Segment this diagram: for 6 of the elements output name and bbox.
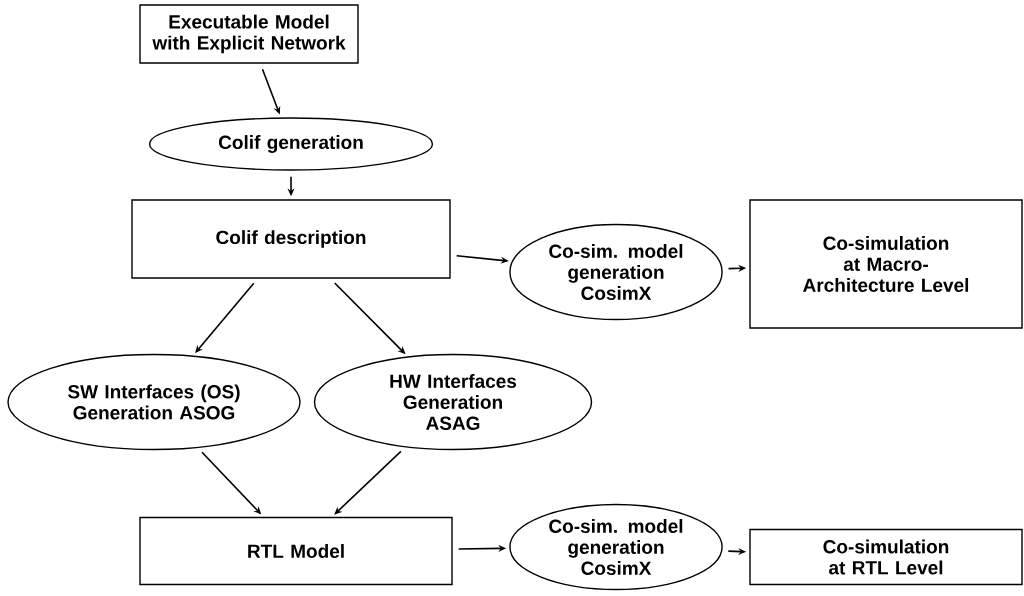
arrow — [334, 450, 402, 515]
process-box: Co-simulation at Macro-Architecture Level — [749, 199, 1023, 329]
process-box: Co-simulation at RTL Level — [749, 528, 1023, 586]
process-box: Executable Model with Explicit Network — [139, 4, 359, 64]
process-box: Colif description — [131, 199, 451, 279]
process-box: RTL Model — [139, 516, 453, 586]
